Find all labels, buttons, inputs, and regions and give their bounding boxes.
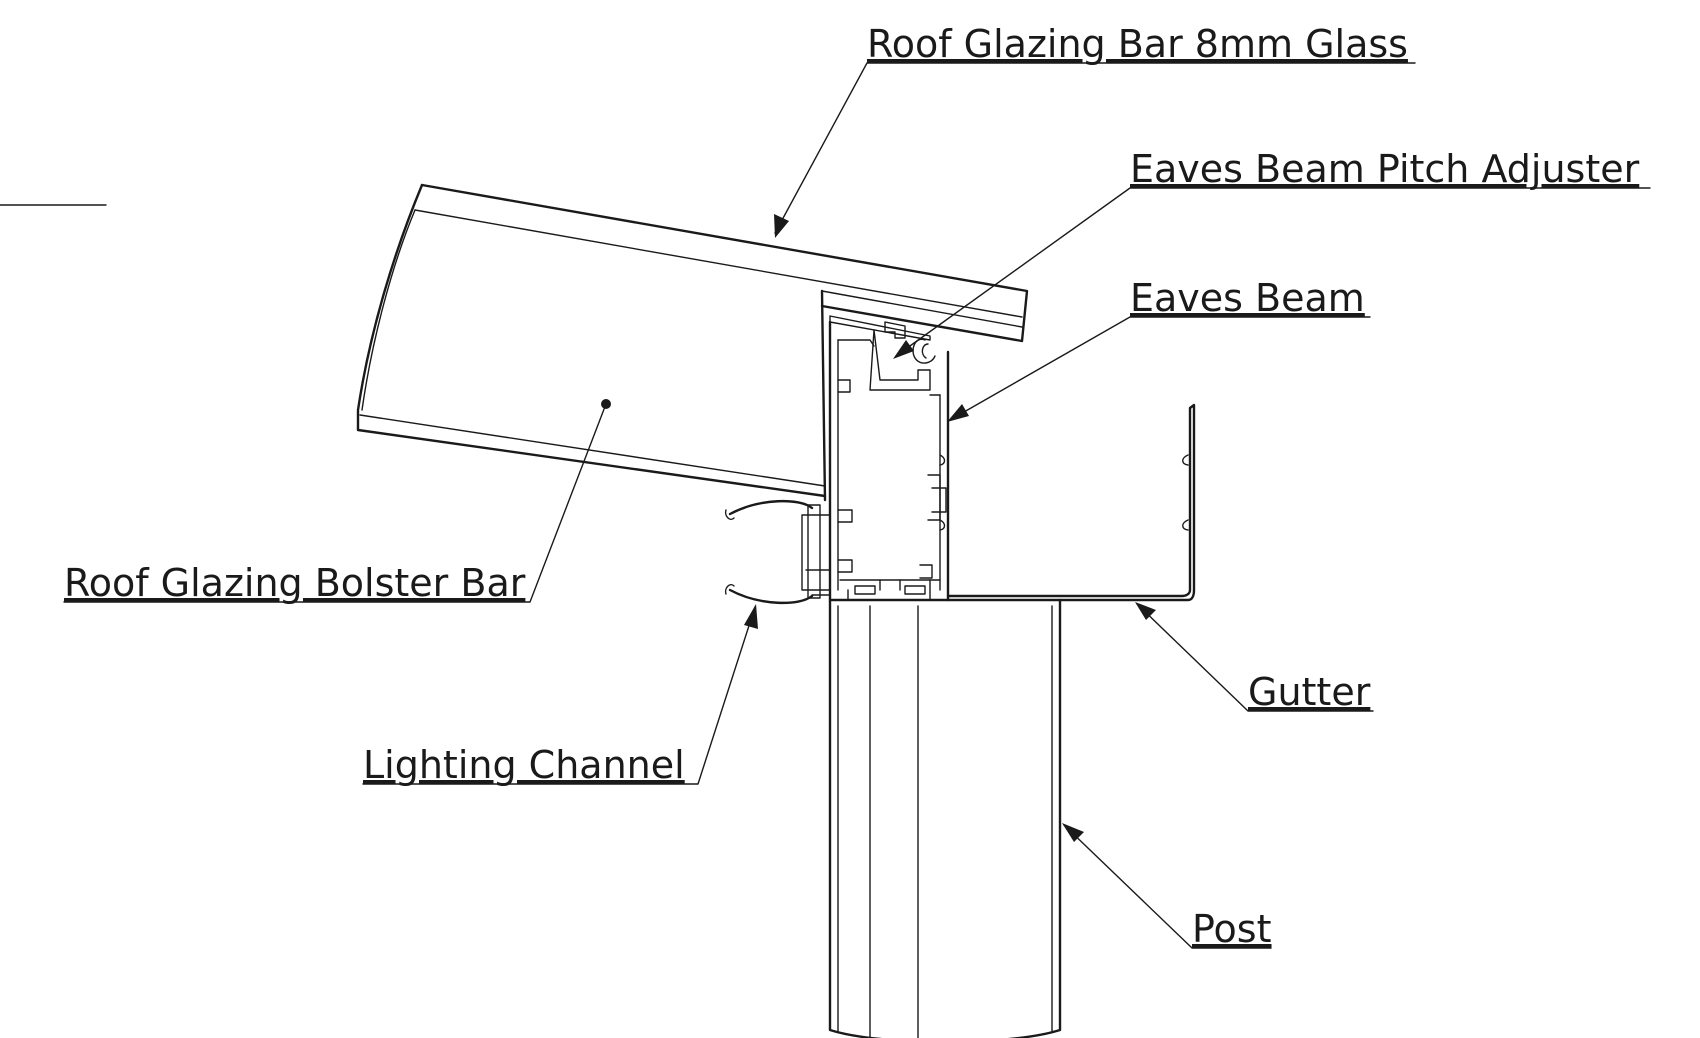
label-gutter: Gutter xyxy=(1248,670,1371,714)
label-post: Post xyxy=(1192,907,1272,951)
lighting-channel xyxy=(724,499,831,613)
label-roof-glazing-bar: Roof Glazing Bar 8mm Glass xyxy=(867,22,1408,66)
roof-glazing-bar xyxy=(414,183,1029,343)
eaves-beam-pitch-adjuster xyxy=(829,315,936,391)
label-eaves-beam: Eaves Beam xyxy=(1130,276,1365,320)
roof-glazing-bolster-bar xyxy=(356,183,827,502)
label-lighting-channel: Lighting Channel xyxy=(363,743,685,787)
label-bolster-bar: Roof Glazing Bolster Bar xyxy=(64,561,526,605)
eaves-beam xyxy=(828,320,950,602)
gutter xyxy=(939,403,1196,602)
post xyxy=(828,598,1062,1038)
label-pitch-adjuster: Eaves Beam Pitch Adjuster xyxy=(1130,147,1640,191)
leaders xyxy=(63,62,1651,949)
